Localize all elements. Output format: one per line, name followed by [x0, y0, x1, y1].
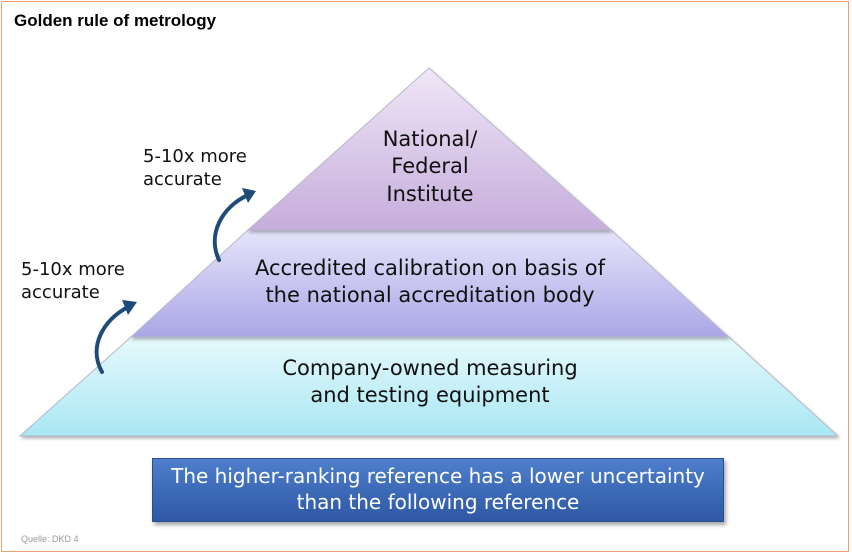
accuracy-note-lower: 5-10x more accurate [21, 259, 125, 304]
accuracy-note-upper: 5-10x more accurate [143, 146, 247, 191]
summary-callout: The higher-ranking reference has a lower… [152, 458, 724, 522]
source-caption: Quelle: DKD 4 [21, 534, 79, 544]
tier-label-company: Company-owned measuring and testing equi… [282, 356, 578, 408]
curved-arrow-icon [212, 188, 256, 262]
tier-label-accredited: Accredited calibration on basis of the n… [255, 256, 605, 308]
tier-label-national: National/ Federal Institute [382, 127, 478, 206]
pyramid-tier-top [246, 67, 613, 231]
curved-arrow-icon [94, 300, 137, 374]
page-title: Golden rule of metrology [14, 11, 217, 30]
